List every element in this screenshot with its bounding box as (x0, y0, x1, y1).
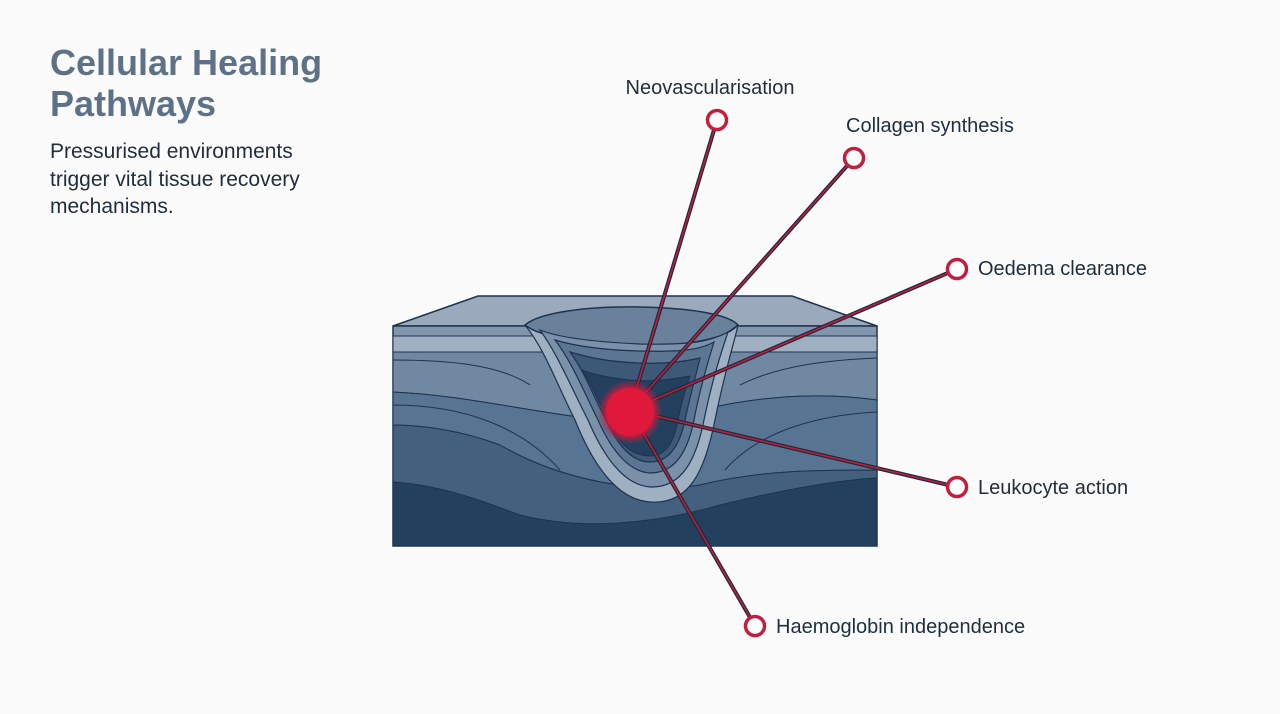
callout-label: Leukocyte action (978, 477, 1128, 499)
callout-oedema-clearance: Oedema clearance (945, 257, 1147, 281)
callout-marker (705, 108, 729, 132)
page-subtitle: Pressurised environments trigger vital t… (50, 140, 300, 218)
callout-lines (628, 119, 958, 628)
page-title: Cellular Healing Pathways (50, 42, 323, 124)
callout-collagen-synthesis: Collagen synthesis (842, 115, 1014, 170)
wound-core (606, 388, 654, 436)
callout-marker (945, 257, 969, 281)
callout-marker (842, 146, 866, 170)
callout-label: Haemoglobin independence (776, 616, 1025, 638)
callout-marker (945, 475, 969, 499)
callout-label: Neovascularisation (626, 77, 795, 99)
callout-haemoglobin-independence: Haemoglobin independence (743, 614, 1025, 638)
callout-label: Collagen synthesis (846, 115, 1014, 137)
callout-leukocyte-action: Leukocyte action (945, 475, 1128, 499)
callout-neovascularisation: Neovascularisation (626, 77, 795, 132)
callout-marker (743, 614, 767, 638)
callout-label: Oedema clearance (978, 258, 1147, 280)
